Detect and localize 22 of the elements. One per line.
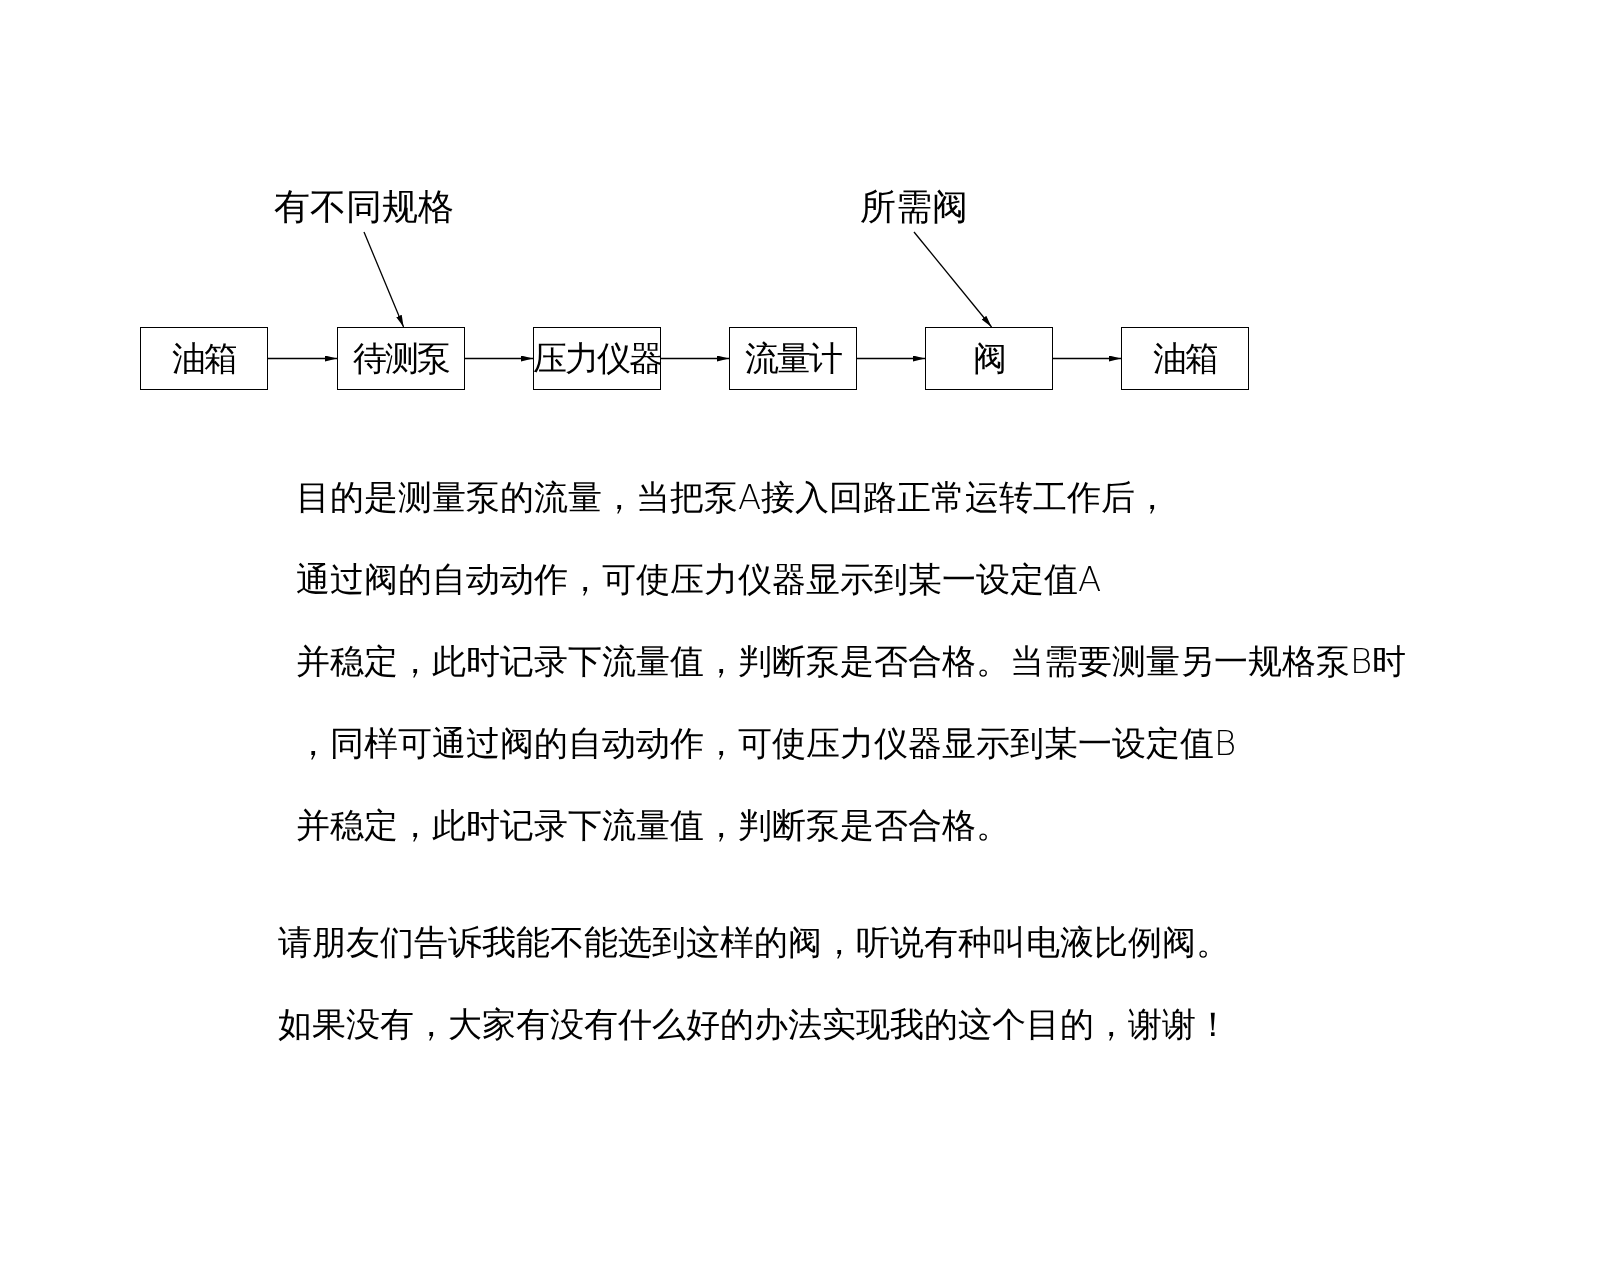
arrow <box>660 355 730 362</box>
text-line: ，同样可通过阀的自动动作，可使压力仪器显示到某一设定值B <box>296 722 1237 765</box>
process-box: 压力仪器 <box>533 327 661 390</box>
process-box: 阀 <box>925 327 1053 390</box>
process-box: 油箱 <box>140 327 268 390</box>
leader-line <box>363 231 405 328</box>
callout-text: 有不同规格 <box>274 184 454 230</box>
text-line: 请朋友们告诉我能不能选到这样的阀，听说有种叫电液比例阀。 <box>278 921 1230 964</box>
arrow <box>856 355 926 362</box>
text-line: 如果没有，大家有没有什么好的办法实现我的这个目的，谢谢！ <box>278 1003 1230 1046</box>
process-box: 流量计 <box>729 327 857 390</box>
callout-text: 所需阀 <box>860 184 968 230</box>
arrow <box>267 355 338 362</box>
text-line: 并稳定，此时记录下流量值，判断泵是否合格。当需要测量另一规格泵B时 <box>296 640 1407 683</box>
process-box: 待测泵 <box>337 327 465 390</box>
leader-line <box>913 231 993 328</box>
text-line: 通过阀的自动动作，可使压力仪器显示到某一设定值A <box>296 558 1102 601</box>
arrow <box>464 355 534 362</box>
process-box: 油箱 <box>1121 327 1249 390</box>
arrow <box>1052 355 1122 362</box>
text-line: 并稳定，此时记录下流量值，判断泵是否合格。 <box>296 804 1010 847</box>
text-line: 目的是测量泵的流量，当把泵A接入回路正常运转工作后， <box>296 476 1170 519</box>
